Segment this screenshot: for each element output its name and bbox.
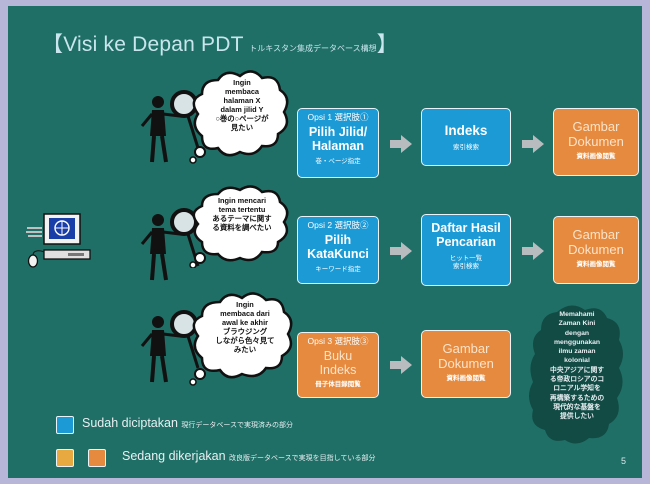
thought-bubble-icon xyxy=(189,292,293,386)
arrow-icon xyxy=(390,242,412,260)
row1-index-box: Indeks 索引検索 xyxy=(421,108,511,166)
legend-progress: Sedang dikerjakan 改良版データベースで実現を目指している部分 xyxy=(122,449,376,463)
legend-yellow-swatch xyxy=(56,449,74,467)
slide-title: 【Visi ke Depan PDT トルキスタン集成データベース構想】 xyxy=(42,28,398,58)
computer-icon xyxy=(26,213,91,268)
slide: 【Visi ke Depan PDT トルキスタン集成データベース構想】 Ing… xyxy=(8,6,642,478)
arrow-icon xyxy=(390,356,412,374)
arrow-icon xyxy=(522,242,544,260)
title-main: 【Visi ke Depan PDT xyxy=(42,33,244,56)
page-number: 5 xyxy=(620,456,626,466)
arrow-icon xyxy=(522,135,544,153)
thought-bubble-icon xyxy=(189,70,289,164)
cloud-icon xyxy=(529,305,623,444)
legend-blue-swatch xyxy=(56,416,74,434)
arrow-icon xyxy=(390,135,412,153)
thought-bubble-icon xyxy=(189,185,289,268)
person-magnifier-icon xyxy=(140,208,200,281)
legend-done: Sudah diciptakan 現行データベースで実現済みの部分 xyxy=(82,416,294,430)
row1-option-box: Opsi 1 選択肢① Pilih Jilid/Halaman 巻・ページ指定 xyxy=(297,108,379,178)
title-sub: トルキスタン集成データベース構想 xyxy=(249,44,377,53)
legend-orange-swatch xyxy=(88,449,106,467)
title-close: 】 xyxy=(376,33,398,56)
person-magnifier-icon xyxy=(140,90,200,163)
